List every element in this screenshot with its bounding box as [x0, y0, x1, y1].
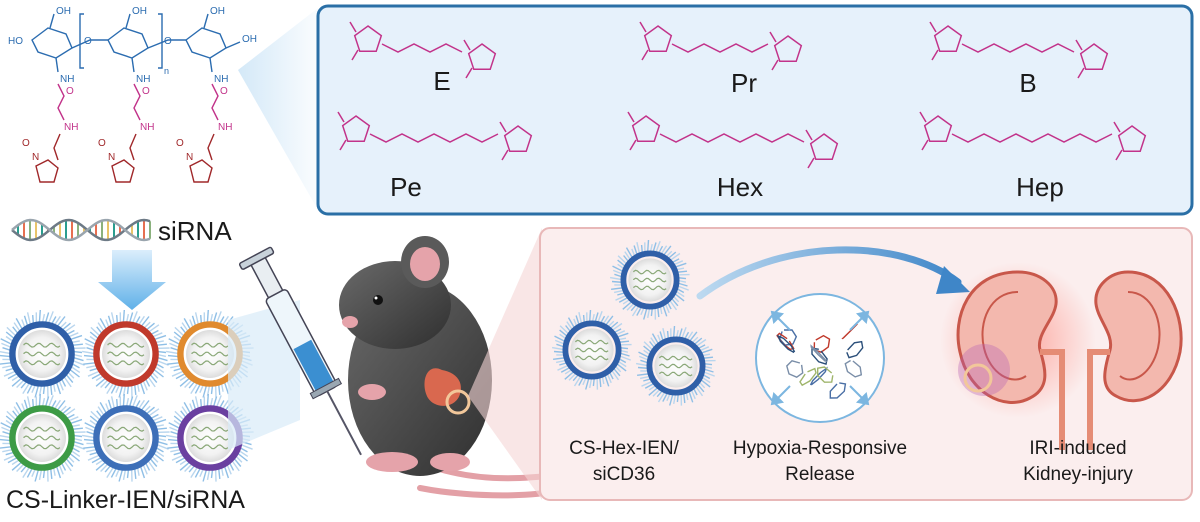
linker-o-3: O — [220, 86, 228, 97]
linker-molecule-pe: Pe — [337, 111, 533, 202]
nitro-n-3: N — [186, 152, 193, 163]
linker-molecule-hep: Hep — [919, 111, 1147, 202]
release-right-label-line2: Kidney-injury — [1023, 464, 1133, 485]
release-nanoparticle-3 — [635, 325, 716, 406]
linker-o-1: O — [66, 86, 74, 97]
linker-panel-frame — [316, 4, 1194, 216]
linker-molecules: E Pr B Pe Hex Hep — [337, 21, 1147, 202]
nanoparticles-label: CS-Linker-IEN/siRNA — [6, 486, 245, 514]
nitro-o-3: O — [176, 138, 184, 149]
nanoparticle-1 — [0, 309, 86, 398]
release-direction-arrows — [770, 310, 870, 406]
release-left-label-line1: CS-Hex-IEN/ — [569, 438, 680, 459]
dna-helix-icon — [11, 218, 151, 242]
release-left-label-line2: siCD36 — [593, 464, 655, 485]
nitro-n-2: N — [108, 152, 115, 163]
delivery-curve-arrow — [696, 246, 962, 300]
linker-molecule-hex: Hex — [627, 111, 839, 202]
nanoparticle-grid — [0, 309, 254, 482]
release-panel: CS-Hex-IEN/ siCD36 Hypoxia-Responsive Re… — [539, 227, 1193, 501]
oh-label-4: OH — [242, 34, 257, 45]
down-arrow-icon — [98, 250, 166, 310]
oh-label-3: OH — [210, 6, 225, 17]
oh-label-2: OH — [132, 6, 147, 17]
linker-label-hex: Hex — [717, 172, 763, 202]
linker-panel: E Pr B Pe Hex Hep — [316, 4, 1194, 216]
o-label-2: O — [164, 36, 172, 47]
injured-kidney-icon — [956, 270, 1065, 450]
linker-nh-1: NH — [64, 122, 78, 133]
nh-label-1: NH — [60, 74, 74, 85]
nh-label-2: NH — [136, 74, 150, 85]
release-nanoparticle-2 — [551, 309, 632, 390]
release-middle-label-line2: Release — [785, 464, 855, 485]
syringe-icon — [238, 246, 362, 456]
nitro-o-1: O — [22, 138, 30, 149]
zoom-beam — [238, 8, 318, 210]
linker-molecule-b: B — [929, 21, 1109, 98]
nanoparticle-4 — [0, 393, 86, 482]
linker-label-pe: Pe — [390, 172, 422, 202]
o-label-1: O — [84, 36, 92, 47]
hypoxia-release-circle — [755, 293, 885, 423]
sirna-label: siRNA — [158, 216, 232, 246]
linker-o-2: O — [142, 86, 150, 97]
linker-label-b: B — [1019, 68, 1036, 98]
nh-label-3: NH — [214, 74, 228, 85]
linker-molecule-e: E — [349, 21, 497, 96]
release-nanoparticle-1 — [609, 239, 690, 320]
linker-molecule-pr: Pr — [639, 21, 803, 98]
linker-label-hep: Hep — [1016, 172, 1064, 202]
sirna-group: siRNA — [11, 216, 232, 310]
release-right-label-line1: IRI-induced — [1029, 438, 1126, 459]
linker-label-e: E — [433, 66, 450, 96]
nitro-o-2: O — [98, 138, 106, 149]
nanoparticle-2 — [81, 309, 170, 398]
release-nanoparticles — [551, 239, 716, 406]
linker-label-pr: Pr — [731, 68, 757, 98]
injury-highlight-ring — [963, 363, 993, 393]
chitosan-polymer-structure: OH OH OH HO O O OH NH NH NH n O O O NH N… — [8, 6, 257, 183]
nanoparticle-5 — [81, 393, 170, 482]
oh-label-1: OH — [56, 6, 71, 17]
nitro-n-1: N — [32, 152, 39, 163]
mouse-kidney-icon — [424, 368, 461, 406]
mouse-kidney-highlight-ring — [445, 389, 471, 415]
repeat-subscript: n — [164, 66, 169, 76]
ho-label: HO — [8, 36, 23, 47]
linker-nh-3: NH — [218, 122, 232, 133]
grid-beam — [228, 300, 300, 450]
linker-nh-2: NH — [140, 122, 154, 133]
release-beam — [468, 228, 542, 500]
release-middle-label-line1: Hypoxia-Responsive — [733, 438, 907, 459]
healthy-kidney-icon — [1087, 270, 1183, 450]
